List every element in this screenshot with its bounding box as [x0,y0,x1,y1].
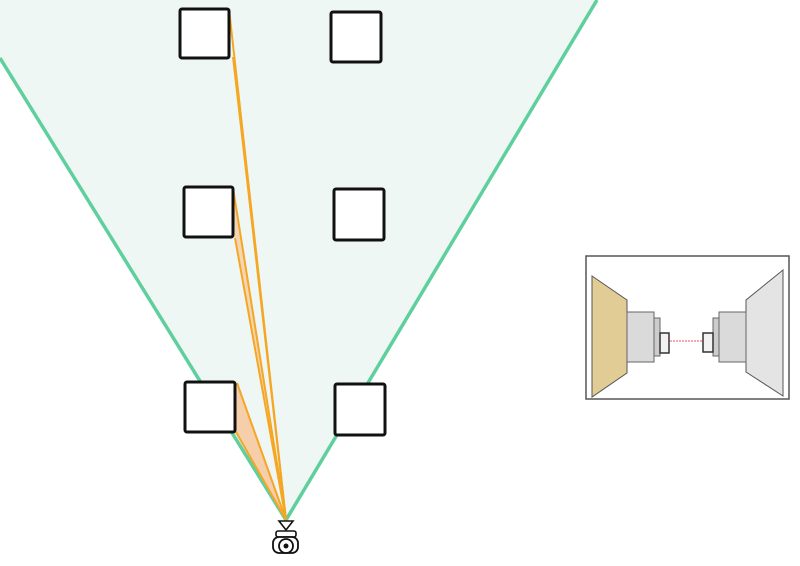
field-of-view-area [0,0,597,520]
pillar-top-left [178,7,231,60]
inset-left-cap [659,332,670,354]
sight-line [234,237,287,521]
pillar-top-right [329,10,383,64]
sight-line [232,187,287,521]
pillar-middle-left [182,185,235,239]
inset-view [585,255,790,400]
camera-robot-icon [272,520,299,554]
camera-lens-center [283,543,289,549]
camera-view-marker [277,520,295,532]
inset-right-block [718,311,747,363]
sight-line [232,56,287,521]
field-of-view-left-edge [0,57,288,521]
inset-right-cap [702,332,714,353]
pillar-front-right [333,382,387,437]
pillars [178,7,387,437]
inset-right-block-face [712,317,720,357]
sight-line [236,382,287,521]
inset-left-block [626,311,655,363]
inset-left-wall [591,275,628,398]
pillar-middle-right [332,187,386,242]
field-of-view [0,0,599,521]
inset-right-wall [745,268,784,397]
inset-left-block-face [653,317,661,357]
sight-line [235,431,287,521]
pillar-front-left [183,380,237,434]
sight-lines [228,8,287,521]
